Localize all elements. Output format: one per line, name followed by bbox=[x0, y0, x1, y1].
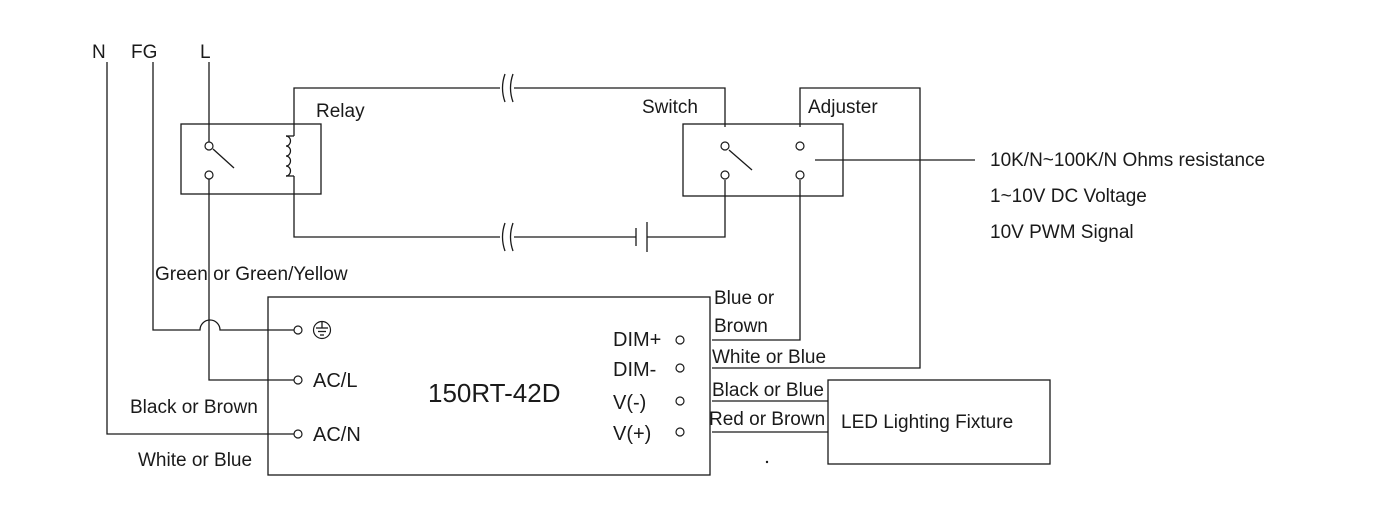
relay-box bbox=[180, 123, 322, 195]
wire-fg bbox=[152, 62, 294, 331]
switch-adjuster-unit: Switch Adjuster bbox=[642, 87, 975, 369]
terminal-n-label: N bbox=[92, 42, 106, 63]
driver-node-ac-l bbox=[293, 375, 303, 385]
led-fixture: LED Lighting Fixture bbox=[827, 379, 1051, 465]
mains-wires bbox=[106, 62, 294, 435]
adjuster-label: Adjuster bbox=[808, 97, 878, 118]
wire-break-mark-top bbox=[501, 73, 514, 103]
relay-contact-bottom bbox=[204, 170, 214, 180]
terminal-ac-n: AC/N bbox=[313, 424, 361, 446]
dimming-option-resistance: 10K/N~100K/N Ohms resistance bbox=[990, 150, 1265, 171]
switch-contact-bottom bbox=[720, 170, 730, 180]
n-wire-label: White or Blue bbox=[138, 450, 252, 471]
driver-node-ground bbox=[293, 325, 303, 335]
control-wire-bottom-right bbox=[647, 180, 726, 238]
driver-model-label: 150RT-42D bbox=[428, 378, 561, 408]
dimming-option-pwm: 10V PWM Signal bbox=[990, 222, 1134, 243]
driver-node-dim-minus bbox=[675, 363, 685, 373]
wire-line-out bbox=[208, 177, 294, 381]
switch-contact-top bbox=[720, 141, 730, 151]
relay-label: Relay bbox=[316, 101, 365, 122]
terminal-ac-l: AC/L bbox=[313, 370, 357, 392]
switch-label: Switch bbox=[642, 97, 698, 118]
relay-contact-top bbox=[204, 141, 214, 151]
terminal-dim-plus: DIM+ bbox=[613, 329, 661, 351]
wire-dim-plus bbox=[712, 180, 801, 341]
stray-dot bbox=[765, 460, 769, 464]
v-plus-wire-label: Red or Brown bbox=[709, 409, 825, 430]
wire-neutral bbox=[106, 62, 294, 435]
terminal-l-label: L bbox=[200, 42, 211, 63]
wire-dim-minus bbox=[712, 87, 921, 369]
control-loop-wires bbox=[293, 73, 726, 252]
terminal-dim-minus: DIM- bbox=[613, 359, 656, 381]
control-wire-bottom-left bbox=[293, 176, 636, 238]
v-minus-wire-label: Black or Blue bbox=[712, 380, 824, 401]
dimming-option-dc-voltage: 1~10V DC Voltage bbox=[990, 186, 1147, 207]
adjuster-contact-bottom bbox=[795, 170, 805, 180]
fg-wire-label: Green or Green/Yellow bbox=[155, 264, 348, 285]
l-wire-label: Black or Brown bbox=[130, 397, 258, 418]
terminal-v-minus: V(-) bbox=[613, 392, 646, 414]
driver-node-ac-n bbox=[293, 429, 303, 439]
relay: Relay bbox=[180, 101, 365, 195]
led-fixture-box bbox=[827, 379, 1051, 465]
relay-coil-icon bbox=[285, 135, 292, 177]
dim-minus-wire-label: White or Blue bbox=[712, 347, 826, 368]
adjuster-contact-top bbox=[795, 141, 805, 151]
dim-plus-wire-label-line2: Brown bbox=[714, 316, 768, 337]
earth-ground-icon bbox=[312, 320, 332, 340]
wire-break-mark-bottom bbox=[501, 222, 514, 252]
relay-switch-blade bbox=[212, 148, 235, 169]
output-wires bbox=[712, 180, 828, 433]
dim-plus-wire-label-line1: Blue or bbox=[714, 288, 775, 309]
terminal-v-plus: V(+) bbox=[613, 423, 651, 445]
driver-node-dim-plus bbox=[675, 335, 685, 345]
driver-node-v-plus bbox=[675, 427, 685, 437]
contact-nodes bbox=[204, 141, 805, 439]
led-driver: 150RT-42D AC/L AC/N DIM+ DIM- V(-) V(+) bbox=[267, 296, 711, 476]
terminal-fg-label: FG bbox=[131, 42, 157, 63]
led-fixture-label: LED Lighting Fixture bbox=[841, 412, 1013, 433]
switch-blade bbox=[728, 149, 753, 171]
driver-box bbox=[267, 296, 711, 476]
driver-node-v-minus bbox=[675, 396, 685, 406]
